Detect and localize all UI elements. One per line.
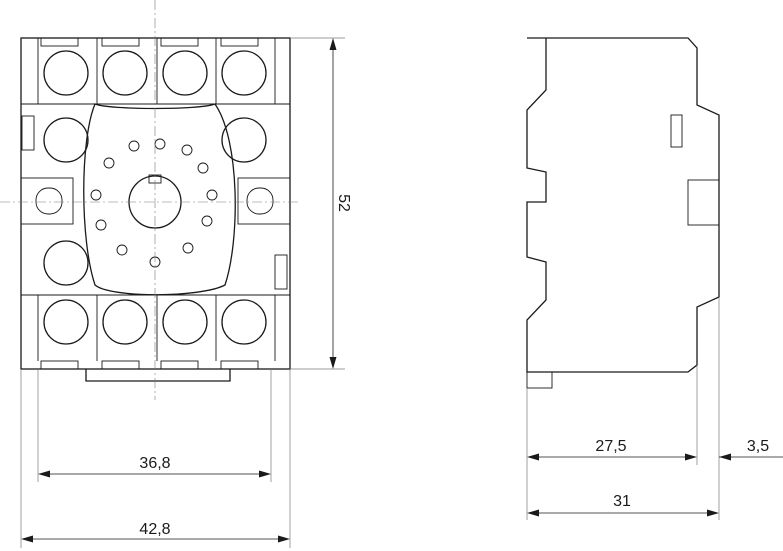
dim-3-5: 3,5 (719, 438, 783, 461)
dim-27-5-label: 27,5 (595, 438, 626, 455)
front-view (0, 0, 300, 400)
bottom-tabs (40, 360, 259, 370)
left-latch (21, 115, 35, 151)
top-terminal-strip (21, 38, 290, 105)
screw-icon (43, 299, 89, 345)
screw-icon (221, 117, 267, 163)
dim-31: 31 (527, 493, 719, 517)
screw-icon (102, 299, 148, 345)
screw-icon (221, 299, 267, 345)
side-view (526, 37, 720, 389)
socket-base (83, 103, 236, 296)
screw-icon (221, 50, 267, 96)
dim-52-label: 52 (335, 194, 352, 212)
screw-icon (43, 50, 89, 96)
dim-36-8: 36,8 (37, 369, 272, 482)
screw-icon (162, 299, 208, 345)
screw-icon (43, 240, 89, 286)
terminal-screws (43, 50, 267, 345)
socket-pins (90, 138, 218, 268)
dim-42-8-label: 42,8 (139, 521, 170, 538)
dim-3-5-label: 3,5 (747, 438, 769, 455)
dim-31-label: 31 (613, 493, 631, 510)
left-slot (20, 177, 74, 225)
side-foot (526, 371, 553, 389)
top-tabs (40, 37, 259, 47)
mounting-clip (85, 369, 231, 382)
screw-icon (162, 50, 208, 96)
dim-42-8: 42,8 (20, 369, 291, 548)
bottom-terminal-strip (21, 294, 290, 361)
side-clip (687, 179, 720, 226)
screw-icon (102, 50, 148, 96)
dim-36-8-label: 36,8 (139, 455, 170, 472)
side-outline (526, 37, 720, 373)
screw-icon (43, 117, 89, 163)
right-slot (237, 177, 291, 225)
right-latch (274, 254, 288, 290)
side-latch (670, 114, 683, 148)
dim-52: 52 (290, 37, 352, 370)
right-mount-hole (246, 187, 274, 215)
dim-27-5: 27,5 (526, 297, 720, 520)
left-mount-hole (35, 187, 63, 215)
front-outline (20, 37, 291, 370)
